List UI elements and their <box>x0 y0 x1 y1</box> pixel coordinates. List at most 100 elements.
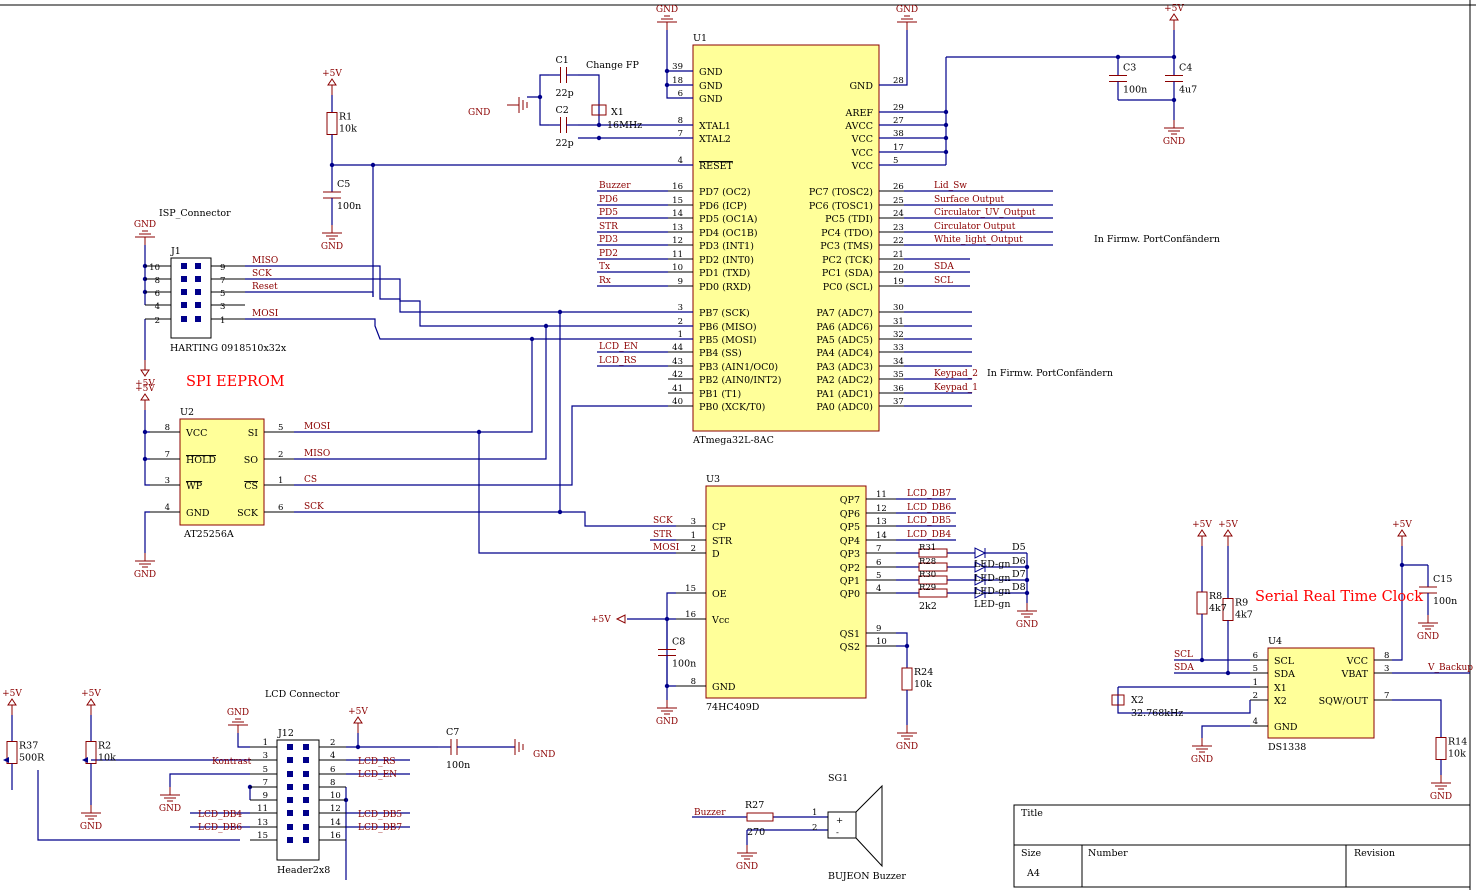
res-body <box>1435 737 1447 760</box>
capacitor-c1-value: 22p <box>556 88 574 99</box>
junction-dot <box>1024 590 1030 596</box>
j1-pin <box>181 316 187 322</box>
net-label-pa: Keypad_1 <box>934 383 978 393</box>
vcc-arrow <box>353 716 363 724</box>
u3-pin-number: 3 <box>691 517 696 527</box>
resistor-r9-value: 4k7 <box>1235 610 1253 621</box>
u1-pin-name: PB6 (MISO) <box>699 322 757 333</box>
reset-net <box>331 152 693 166</box>
u3-pin-name: QP2 <box>840 563 860 574</box>
vcc-symbol <box>615 614 626 624</box>
mosi-net <box>245 318 693 340</box>
u3-pin-name: D <box>712 549 720 560</box>
j12-ref: J12 <box>277 728 294 739</box>
u1-pin-number: 13 <box>672 223 683 233</box>
buzzer-minus: - <box>836 828 839 838</box>
u1-pin-name: PC6 (TOSC1) <box>809 201 873 212</box>
u1-pin-number: 34 <box>893 357 904 367</box>
u1-pin-number: 8 <box>678 116 683 126</box>
u1-pin-name: PD7 (OC2) <box>699 187 751 198</box>
u1-pin-name: PC2 (TCK) <box>822 255 873 266</box>
capacitor-c2-ref: C2 <box>556 105 569 116</box>
wire <box>144 511 150 553</box>
u1-pin-name: PA1 (ADC1) <box>816 389 873 400</box>
u1-pin-name: PA6 (ADC6) <box>816 322 873 333</box>
u1-pin-number: 37 <box>893 397 904 407</box>
u1-pin-number: 20 <box>893 263 904 273</box>
vcc-label: +5V <box>135 384 155 394</box>
vcc-arrow <box>7 698 17 706</box>
vcc-label: +5V <box>81 689 101 699</box>
u1-gnd-bus <box>666 30 693 99</box>
u3-pin-number: 4 <box>876 584 881 594</box>
u4-pin-number: 4 <box>1253 717 1258 727</box>
net-label-j12: Kontrast <box>212 757 252 767</box>
j12-pin-number: 3 <box>263 751 268 761</box>
j12-pin-number: 6 <box>330 765 335 775</box>
resistor-r1 <box>326 95 338 152</box>
capacitor-c3-ref: C3 <box>1123 63 1136 74</box>
j12-pin-number: 8 <box>330 778 335 788</box>
u3-pin-name: Vcc <box>711 615 730 626</box>
u1-pin-number: 14 <box>672 209 683 219</box>
j1-pin-number: 8 <box>155 276 160 286</box>
vcc-label: +5V <box>348 707 368 717</box>
capacitor-c2-value: 22p <box>556 138 574 149</box>
j1-pin-number: 6 <box>155 289 160 299</box>
vcc-symbol <box>1197 529 1207 546</box>
net-label-u3out: LCD_DB7 <box>907 489 951 499</box>
u1-ref: U1 <box>693 33 707 44</box>
capacitor-c5-ref: C5 <box>337 179 350 190</box>
size-value: A4 <box>1026 868 1040 879</box>
u2-ref: U2 <box>180 407 194 418</box>
vcc-label: +5V <box>591 615 611 625</box>
miso-net <box>245 278 693 327</box>
crystal-x1-ref: X1 <box>611 107 624 118</box>
u3-pin-number: 13 <box>876 517 887 527</box>
firmware-note-2: In Firmw. PortConfändern <box>987 368 1113 379</box>
net-label-u2: MISO <box>304 449 330 459</box>
j12-pin-number: 5 <box>263 765 268 775</box>
junction-dot <box>537 94 543 100</box>
j12-pin <box>287 810 293 816</box>
vcc-symbol <box>327 78 337 95</box>
u3-pin-number: 9 <box>876 624 881 634</box>
u3-pin-number: 10 <box>876 637 887 647</box>
ground-symbol <box>322 225 342 240</box>
u2-pin-number: 7 <box>165 450 170 460</box>
j12-pin-number: 1 <box>263 738 268 748</box>
j12-pin-number: 9 <box>263 791 268 801</box>
u1-pin-name: PD6 (ICP) <box>699 201 747 212</box>
net-label-buzzer: Buzzer <box>694 808 726 818</box>
connector-j1 <box>145 257 245 339</box>
u3-pin-number: 16 <box>685 610 696 620</box>
capacitor-c8-ref: C8 <box>672 637 685 648</box>
resistor-led-ref: R29 <box>919 583 936 593</box>
u4-body <box>1267 647 1375 739</box>
parts-layer <box>3 13 1451 868</box>
net-label-pb: LCD_RS <box>599 356 637 366</box>
capacitor-c15-value: 100n <box>1433 596 1457 607</box>
led-value: LED-gn <box>974 573 1010 584</box>
u2-pin-name: VCC <box>185 428 207 439</box>
resistor-r2-value: 10k <box>98 753 116 764</box>
xtal1 <box>578 74 600 125</box>
net-label-j1: Reset <box>252 282 278 292</box>
buzzer-ref: SG1 <box>828 773 848 784</box>
junction-dot <box>557 309 563 315</box>
res-body <box>901 667 913 691</box>
u3-part: 74HC409D <box>706 702 760 713</box>
net-label-u4: V_Backup <box>1427 663 1473 673</box>
u1-pin-number: 1 <box>678 330 683 340</box>
led-ref: D8 <box>1012 582 1026 593</box>
resistor-led <box>918 575 948 585</box>
led-ref: D6 <box>1012 556 1026 567</box>
u4-pin-name: SQW/OUT <box>1319 696 1369 707</box>
resistor-r27-ref: R27 <box>745 800 764 811</box>
j1-pin <box>195 289 201 295</box>
u2-pin-number: 5 <box>278 423 283 433</box>
u3-pin-number: 12 <box>876 504 887 514</box>
resistor-r1-ref: R1 <box>339 112 352 123</box>
capacitor-c4 <box>1165 57 1183 100</box>
net-label-j1: MOSI <box>252 309 279 319</box>
